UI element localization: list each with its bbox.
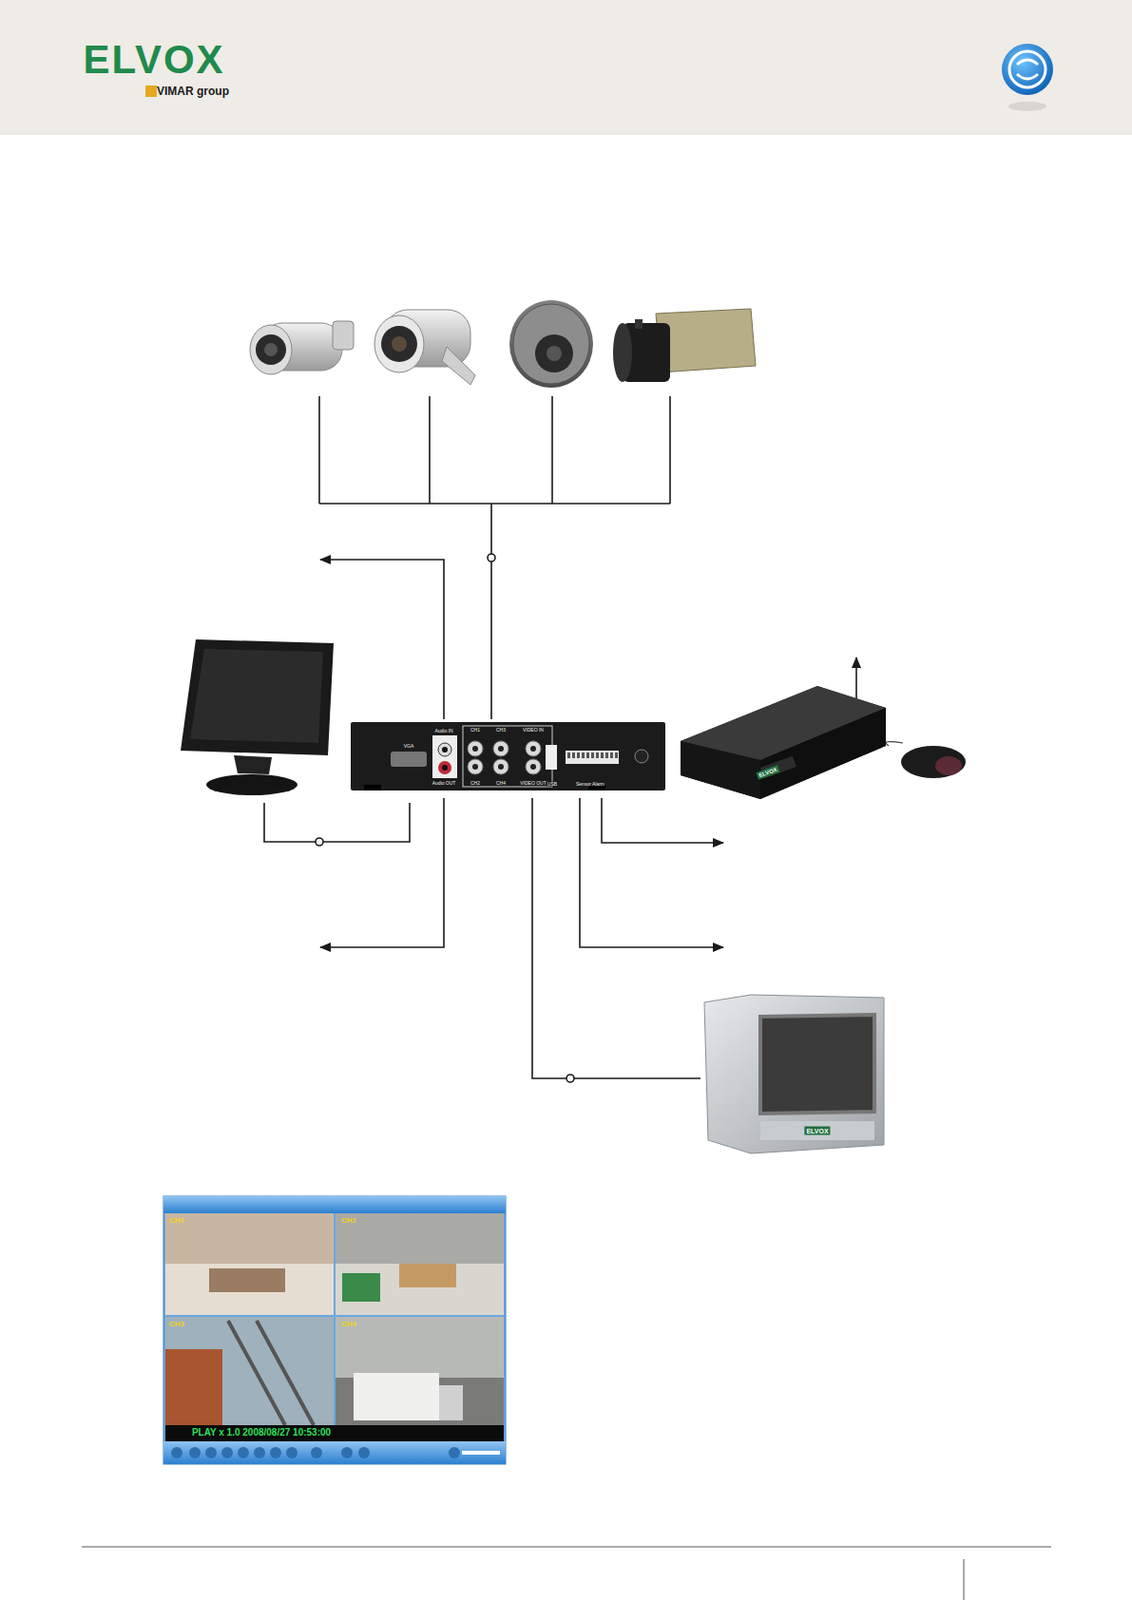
port-label: CH4 [496,781,506,787]
device-badge: ELVOX [804,1127,830,1136]
port-label: USB [547,782,557,787]
wire-dot [566,1074,575,1083]
dome-camera [509,300,594,388]
wire-dot [487,554,496,562]
camera-wire [319,396,671,720]
port-label: VGA [403,744,415,749]
channel-label: CH3 [169,1321,185,1329]
alarm-wire [579,798,724,948]
dvr-rear-panel: VGA Audio IN Audio OUT CH1 CH3 VIDEO IN CH2 CH4… [350,722,666,791]
wire-dot [315,838,324,846]
lcd-monitor [180,639,334,796]
audio-in-wire [320,559,444,720]
dvr-recorder [680,686,886,800]
port-label: Audio OUT [432,781,457,787]
channel-label: CH2 [341,1217,357,1226]
bullet-camera [374,309,476,385]
header-band [0,0,1132,135]
brand-logo: ELVOX [82,39,225,80]
brand-icon [1001,43,1054,112]
software-screenshot [163,1196,506,1465]
vga-wire [264,803,410,843]
playback-status: PLAY x 1.0 2008/08/27 10:53:00 [191,1428,331,1439]
vimar-mark [145,85,157,97]
port-label: Sensor Alarm [575,782,605,787]
port-label: Audio IN [434,729,453,734]
port-label: VIDEO OUT [519,781,547,787]
footer-tick [963,1559,965,1600]
port-label: CH1 [470,728,480,733]
port-label: CH3 [496,728,506,733]
brand-subtitle: VIMAR group [156,85,230,97]
alarm-wire [601,798,724,844]
panel-connectors [350,722,666,791]
footer-rule [81,1547,1052,1549]
box-camera [613,308,756,383]
video-out-wire [532,798,701,1079]
port-label: VIDEO IN [522,728,544,733]
channel-label: CH4 [341,1321,357,1329]
crt-monitor [704,995,884,1154]
mouse [885,742,966,779]
bullet-camera [249,321,354,375]
channel-label: CH1 [169,1217,185,1226]
port-label: CH2 [470,781,480,787]
audio-out-wire [320,798,444,948]
